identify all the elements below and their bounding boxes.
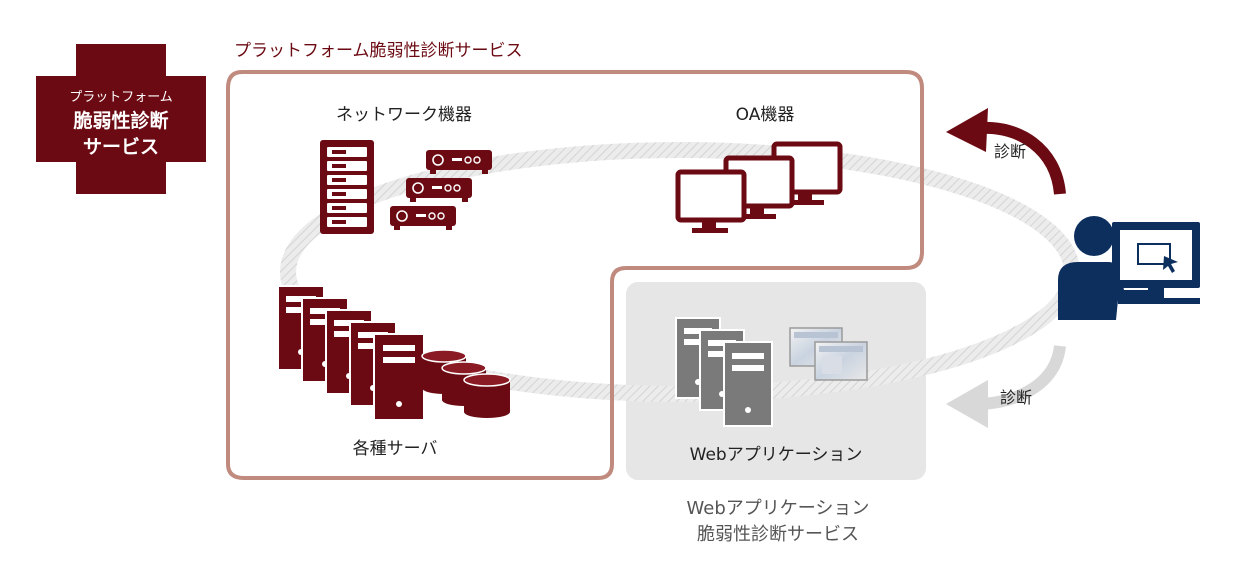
platform-badge [36,44,206,194]
diagnosis-arrow-top [946,108,1066,195]
platform-title: プラットフォーム脆弱性診断サービス [234,41,523,61]
tower-server-icon [277,285,425,421]
platform-frame [226,70,924,480]
rack-server-icon [320,140,374,234]
router-icon [390,206,456,230]
web-service-line1: Webアプリケーション [686,498,870,519]
oa-equipment-label: OA機器 [735,105,795,125]
badge-line2: 脆弱性診断 [73,110,169,132]
web-service-line2: 脆弱性診断サービス [697,524,859,545]
webpage-icon [789,327,868,381]
network-equipment-label: ネットワーク機器 [336,105,472,125]
badge-line3: サービス [82,136,159,158]
diagnosis-label-top: 診断 [994,142,1027,161]
badge-line1: プラットフォーム [69,90,173,105]
router-icon [426,150,492,174]
operator-icon [1058,216,1200,320]
router-icon [406,178,472,202]
diagnosis-arrow-bottom [946,344,1066,428]
monitor-icon [675,169,747,233]
servers-label: 各種サーバ [352,439,438,459]
webapp-label: Webアプリケーション [689,445,863,465]
web-server-icon [675,317,773,427]
diagnosis-label-bottom: 診断 [1000,388,1033,407]
database-icon [421,349,511,418]
